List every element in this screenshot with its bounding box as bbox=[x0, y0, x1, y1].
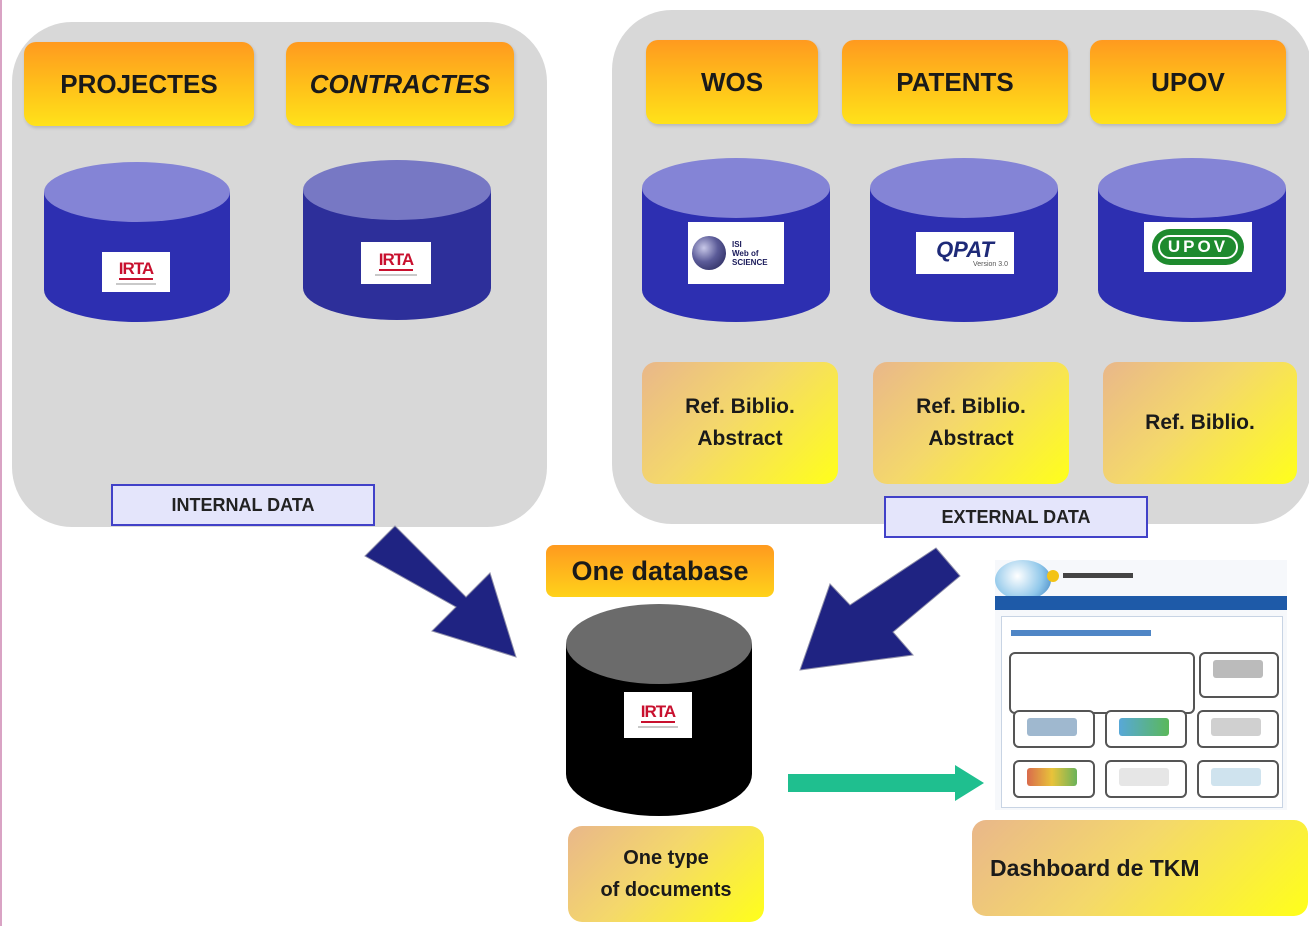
central-database-cylinder: IRTA bbox=[566, 604, 752, 816]
upov-content-box: Ref. Biblio. bbox=[1103, 362, 1297, 484]
database-to-dashboard-arrow bbox=[788, 765, 984, 801]
qpat-logo: QPAT Version 3.0 bbox=[916, 232, 1014, 274]
sun-icon bbox=[1047, 570, 1059, 582]
contractes-header: CONTRACTES bbox=[286, 42, 514, 126]
internal-to-database-arrow bbox=[364, 525, 517, 658]
dashboard-caption-box: Dashboard de TKM bbox=[972, 820, 1308, 916]
bubble-logo-icon bbox=[995, 560, 1051, 600]
wos-database-cylinder: ISI Web of SCIENCE bbox=[642, 158, 830, 322]
upov-logo: UPOV bbox=[1144, 222, 1252, 272]
irta-logo: IRTA bbox=[102, 252, 170, 292]
contractes-database-cylinder: IRTA bbox=[303, 160, 491, 320]
irta-logo: IRTA bbox=[361, 242, 431, 284]
web-of-science-logo: ISI Web of SCIENCE bbox=[688, 222, 784, 284]
projectes-header: PROJECTES bbox=[24, 42, 254, 126]
one-database-title: One database bbox=[546, 545, 774, 597]
projectes-database-cylinder: IRTA bbox=[44, 162, 230, 322]
patents-header: PATENTS bbox=[842, 40, 1068, 124]
wos-content-box: Ref. Biblio.Abstract bbox=[642, 362, 838, 484]
upov-database-cylinder: UPOV bbox=[1098, 158, 1286, 322]
internal-data-label: INTERNAL DATA bbox=[111, 484, 375, 526]
external-data-label: EXTERNAL DATA bbox=[884, 496, 1148, 538]
basic-search-box bbox=[1009, 652, 1195, 714]
left-edge-line bbox=[0, 0, 2, 926]
patents-content-box: Ref. Biblio.Abstract bbox=[873, 362, 1069, 484]
external-to-database-arrow bbox=[799, 547, 961, 671]
globe-icon bbox=[692, 236, 726, 270]
dashboard-screenshot-thumbnail bbox=[995, 560, 1287, 810]
wos-header: WOS bbox=[646, 40, 818, 124]
nav-bar bbox=[995, 596, 1287, 610]
patents-database-cylinder: QPAT Version 3.0 bbox=[870, 158, 1058, 322]
upov-header: UPOV bbox=[1090, 40, 1286, 124]
irta-logo: IRTA bbox=[624, 692, 692, 738]
